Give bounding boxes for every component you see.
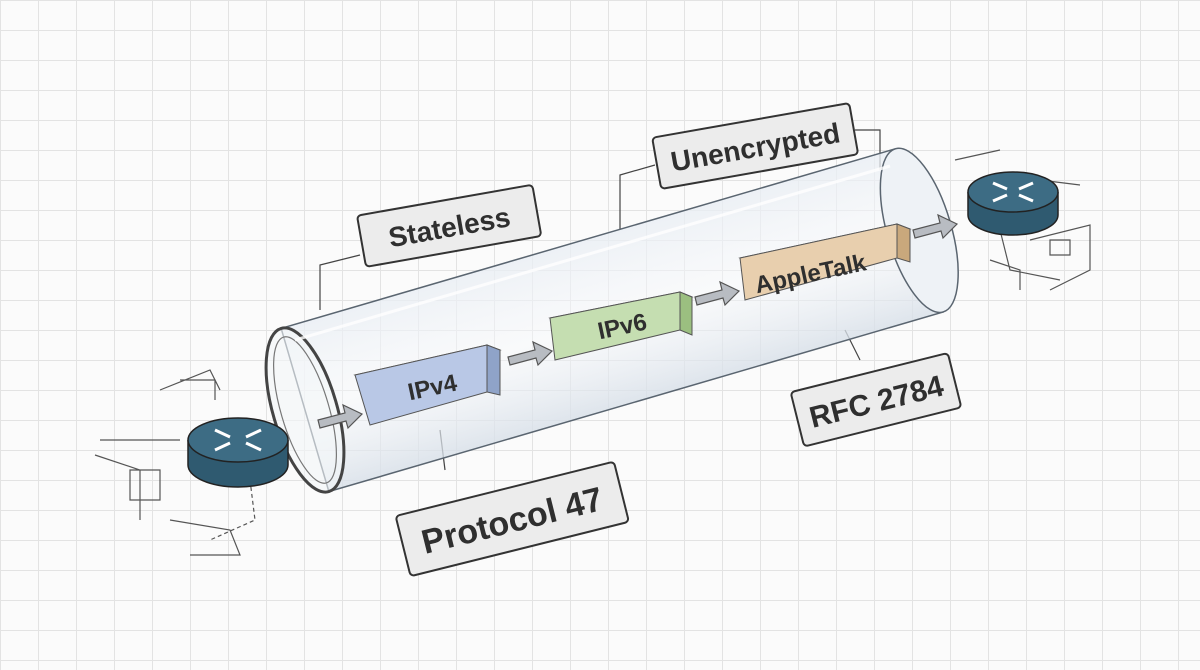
leader-lines [319, 129, 881, 471]
label-stateless: Stateless [356, 184, 542, 268]
router-left-icon [187, 417, 289, 488]
circuit-traces-right [954, 149, 1091, 291]
arrow-icon [507, 340, 554, 367]
packet-ipv4: IPv4 [353, 344, 502, 426]
flow-arrows [317, 213, 959, 430]
router-right-icon [967, 171, 1059, 236]
packet-appletalk: AppleTalk [738, 223, 912, 301]
arrow-icon [694, 280, 741, 307]
arrow-icon [317, 403, 364, 430]
tube-end-left [264, 326, 346, 494]
arrow-icon [912, 213, 959, 240]
label-rfc-2784: RFC 2784 [790, 352, 962, 447]
circuit-traces-left [94, 369, 256, 556]
label-protocol-47: Protocol 47 [395, 461, 630, 577]
packet-ipv6: IPv6 [548, 291, 694, 361]
